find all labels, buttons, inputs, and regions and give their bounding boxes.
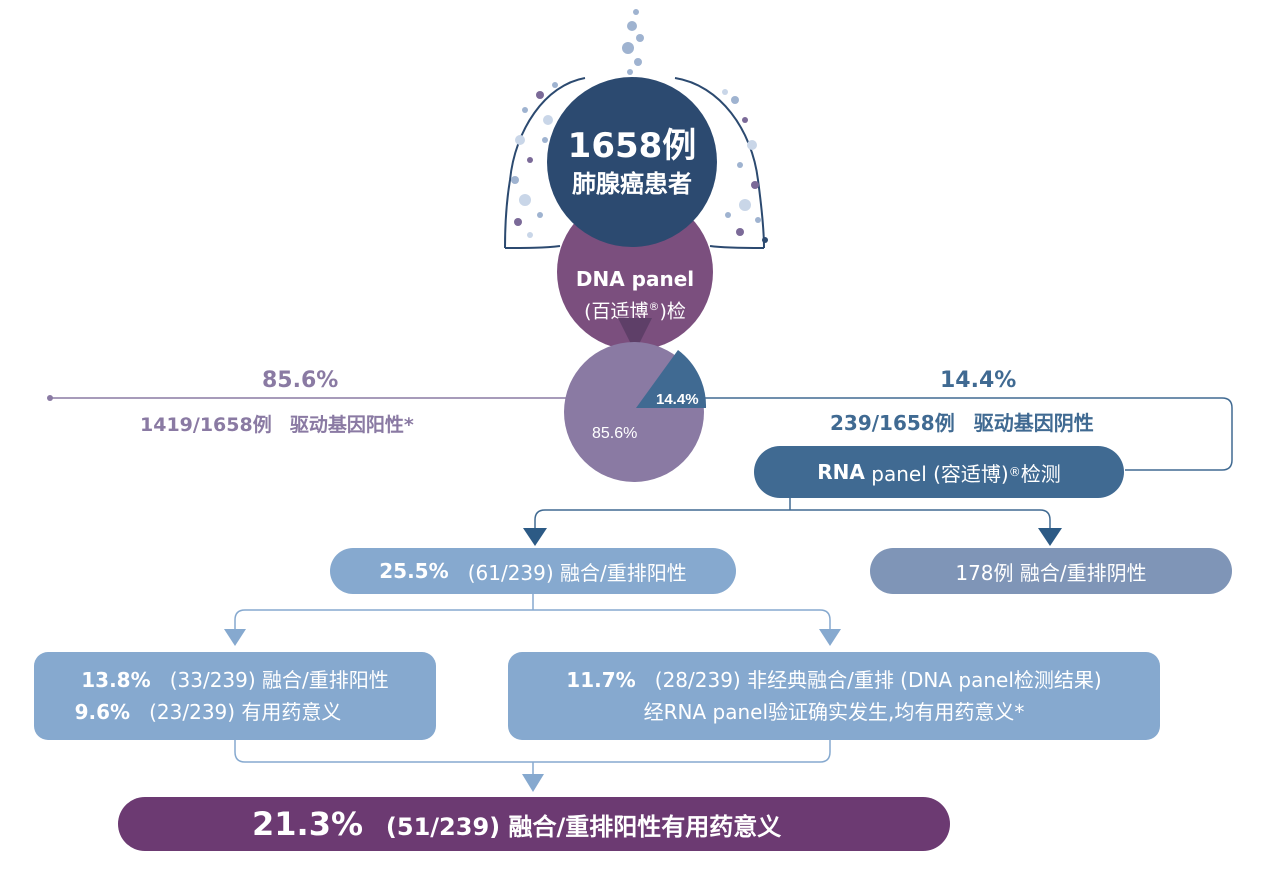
patients-circle: 1658例 肺腺癌患者 (547, 77, 717, 247)
fusion-negative-pill: 178例 融合/重排阴性 (870, 548, 1232, 594)
fusion-positive-pill: 25.5% (61/239) 融合/重排阳性 (330, 548, 736, 594)
nonclassic-fusion-row2: 经RNA panel验证确实发生,均有用药意义* (643, 700, 1025, 724)
nonclassic-fusion-row1: 11.7% (28/239) 非经典融合/重排 (DNA panel检测结果) (566, 668, 1102, 692)
classic-fusion-row2: 9.6% (23/239) 有用药意义 (74, 700, 342, 724)
patient-count: 1658例 (567, 126, 697, 166)
pie-slice-negative (636, 350, 707, 408)
negative-pct: 14.4% (940, 368, 1017, 393)
positive-desc: 1419/1658例 驱动基因阳性* (140, 414, 414, 436)
patient-label: 肺腺癌患者 (572, 170, 692, 198)
dna-panel-subtitle: (百适博®)检 (584, 299, 686, 323)
classic-fusion-box: 13.8% (33/239) 融合/重排阳性 9.6% (23/239) 有用药… (34, 652, 436, 740)
final-result-pill: 21.3% (51/239) 融合/重排阳性有用药意义 (118, 797, 950, 851)
driver-gene-pie: 14.4% 85.6% (564, 342, 707, 482)
dna-panel-title: DNA panel (575, 266, 695, 291)
negative-desc: 239/1658例 驱动基因阴性 (830, 411, 1094, 435)
pie-label-positive: 85.6% (592, 425, 637, 442)
nonclassic-fusion-box: 11.7% (28/239) 非经典融合/重排 (DNA panel检测结果) … (508, 652, 1160, 740)
pie-label-negative: 14.4% (656, 391, 699, 408)
lung-dots (511, 9, 768, 243)
positive-pct: 85.6% (262, 368, 339, 393)
classic-fusion-row1: 13.8% (33/239) 融合/重排阳性 (81, 668, 389, 692)
down-arrow-icon (618, 318, 652, 352)
lungs-icon (504, 77, 765, 249)
rna-panel-pill: RNA panel (容适博)®检测 (754, 446, 1124, 498)
